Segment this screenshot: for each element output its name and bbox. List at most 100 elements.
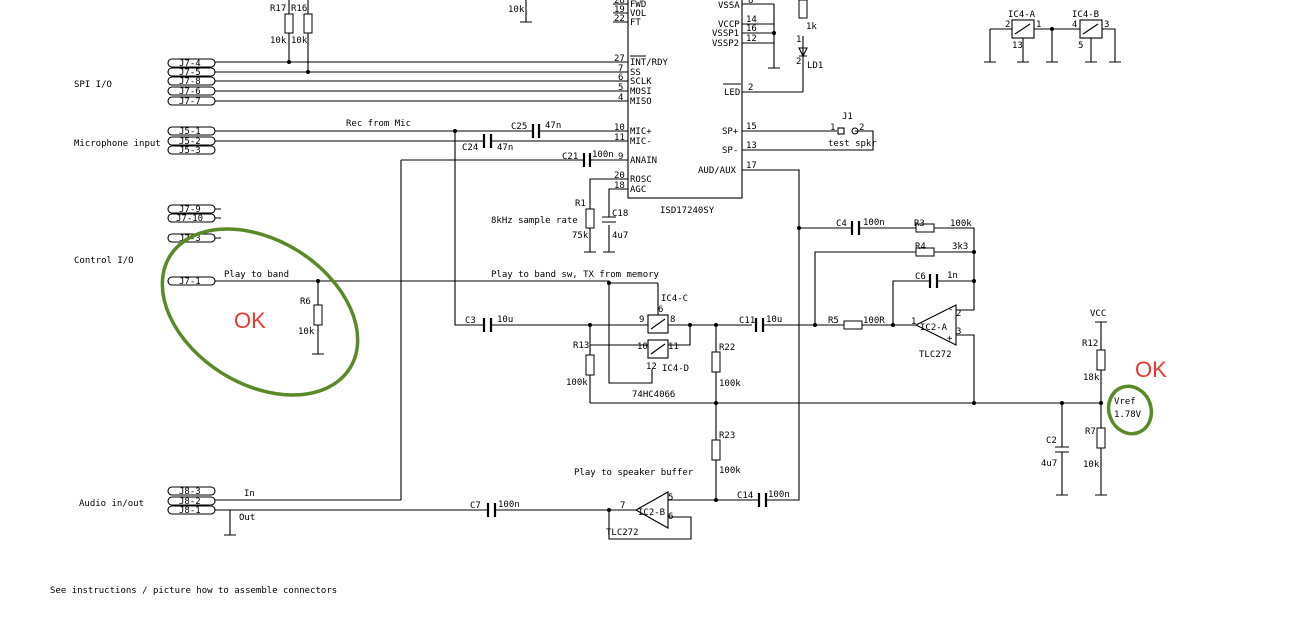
svg-text:7: 7: [620, 501, 625, 511]
svg-text:16: 16: [746, 24, 757, 34]
conn-j7-1: J7-1: [179, 277, 201, 287]
svg-text:INT/RDY: INT/RDY: [630, 58, 669, 68]
svg-text:10: 10: [637, 342, 648, 352]
svg-text:IC4-C: IC4-C: [661, 294, 688, 304]
conn-j7-9: J7-9: [179, 205, 201, 215]
svg-text:R13: R13: [573, 341, 589, 351]
ic4-a-b-switches: IC4-A 2 1 13 IC4-B 4 3 5: [984, 10, 1121, 63]
svg-text:13: 13: [746, 141, 757, 151]
svg-text:12: 12: [646, 362, 657, 372]
svg-text:100k: 100k: [719, 466, 741, 476]
svg-text:MISO: MISO: [630, 97, 652, 107]
svg-text:IC2-B: IC2-B: [638, 508, 665, 518]
footer-note: See instructions / picture how to assemb…: [50, 586, 337, 596]
ic4-part: 74HC4066: [632, 390, 675, 400]
svg-text:100R: 100R: [863, 316, 885, 326]
svg-text:47n: 47n: [545, 121, 561, 131]
svg-text:19: 19: [614, 5, 625, 15]
svg-text:R22: R22: [719, 343, 735, 353]
svg-text:R5: R5: [828, 316, 839, 326]
svg-text:20: 20: [614, 171, 625, 181]
svg-text:IC4-A: IC4-A: [1008, 10, 1036, 20]
svg-text:1: 1: [830, 123, 835, 133]
svg-text:C2: C2: [1046, 436, 1057, 446]
svg-text:VCCP: VCCP: [718, 20, 740, 30]
svg-text:SP+: SP+: [722, 127, 739, 137]
svg-text:15: 15: [746, 122, 757, 132]
svg-text:C7: C7: [470, 501, 481, 511]
conn-j7-6: J7-6: [179, 87, 201, 97]
svg-text:3k3: 3k3: [952, 242, 968, 252]
svg-text:TLC272: TLC272: [606, 528, 639, 538]
r17-ref: R17: [270, 4, 286, 14]
svg-text:1: 1: [796, 35, 801, 45]
r-led-value: 1k: [806, 22, 817, 32]
svg-text:2: 2: [956, 309, 961, 319]
rosc-agc: R1 75k C18 4u7 8kHz sample rate: [491, 178, 628, 253]
svg-text:10: 10: [614, 123, 625, 133]
svg-text:1: 1: [1036, 20, 1041, 30]
svg-text:SP-: SP-: [722, 146, 738, 156]
svg-text:C25: C25: [511, 122, 527, 132]
svg-text:VSSP1: VSSP1: [712, 29, 739, 39]
rec-from-mic-label: Rec from Mic: [346, 119, 411, 129]
r-top-value: 10k: [508, 5, 525, 15]
svg-text:2: 2: [859, 123, 864, 133]
svg-text:FT: FT: [630, 18, 641, 28]
r16-ref: R16: [291, 4, 307, 14]
svg-text:C6: C6: [915, 272, 926, 282]
svg-text:ANAIN: ANAIN: [630, 156, 657, 166]
svg-text:10u: 10u: [497, 315, 513, 325]
audio-out-label: Out: [239, 513, 255, 523]
svg-text:10u: 10u: [766, 315, 782, 325]
svg-text:100n: 100n: [592, 150, 614, 160]
vref-label: Vref: [1114, 397, 1136, 407]
svg-text:6: 6: [658, 305, 663, 315]
r16-value: 10k: [291, 36, 308, 46]
svg-text:4u7: 4u7: [1041, 459, 1057, 469]
svg-text:J1: J1: [842, 112, 853, 122]
svg-text:4: 4: [1072, 20, 1077, 30]
svg-text:R3: R3: [914, 219, 925, 229]
play-band-sw-label: Play to band sw, TX from memory: [491, 270, 660, 280]
r17-value: 10k: [270, 36, 287, 46]
svg-text:4: 4: [618, 93, 623, 103]
svg-text:MIC+: MIC+: [630, 127, 652, 137]
conn-j7-8: J7-8: [179, 77, 201, 87]
sample-rate-label: 8kHz sample rate: [491, 216, 578, 226]
ok-annotation-right: OK: [1135, 357, 1167, 382]
svg-text:7: 7: [618, 64, 623, 74]
ic-name: ISD17240SY: [660, 206, 715, 216]
svg-text:VSSA: VSSA: [718, 1, 740, 11]
conn-j7-4: J7-4: [179, 59, 201, 69]
svg-text:MIC-: MIC-: [630, 137, 652, 147]
conn-j8-2: J8-2: [179, 497, 201, 507]
svg-text:10k: 10k: [1083, 460, 1100, 470]
svg-text:R4: R4: [915, 242, 926, 252]
conn-j7-10: J7-10: [176, 214, 203, 224]
test-speaker-j1: J1 1 2 test spkr: [757, 112, 877, 151]
svg-text:6: 6: [618, 73, 623, 83]
svg-text:28: 28: [614, 0, 625, 6]
svg-text:2: 2: [796, 57, 801, 67]
svg-text:1: 1: [911, 317, 916, 327]
svg-text:VSSP2: VSSP2: [712, 39, 739, 49]
microphone-input-group: Microphone input J5-1 J5-2 J5-3 Rec from…: [74, 119, 613, 156]
vref-network: VCC R12 18k R7 10k C2 4u7 Vref 1.78V: [590, 309, 1142, 496]
svg-text:C18: C18: [612, 209, 628, 219]
svg-text:AUD/AUX: AUD/AUX: [698, 166, 737, 176]
svg-text:C4: C4: [836, 219, 847, 229]
svg-text:C11: C11: [739, 316, 755, 326]
svg-text:-: -: [948, 305, 953, 315]
svg-text:22: 22: [614, 14, 625, 24]
svg-text:11: 11: [668, 342, 679, 352]
svg-text:100k: 100k: [950, 219, 972, 229]
svg-text:9: 9: [639, 315, 644, 325]
svg-text:8: 8: [670, 315, 675, 325]
svg-text:3: 3: [1104, 20, 1109, 30]
